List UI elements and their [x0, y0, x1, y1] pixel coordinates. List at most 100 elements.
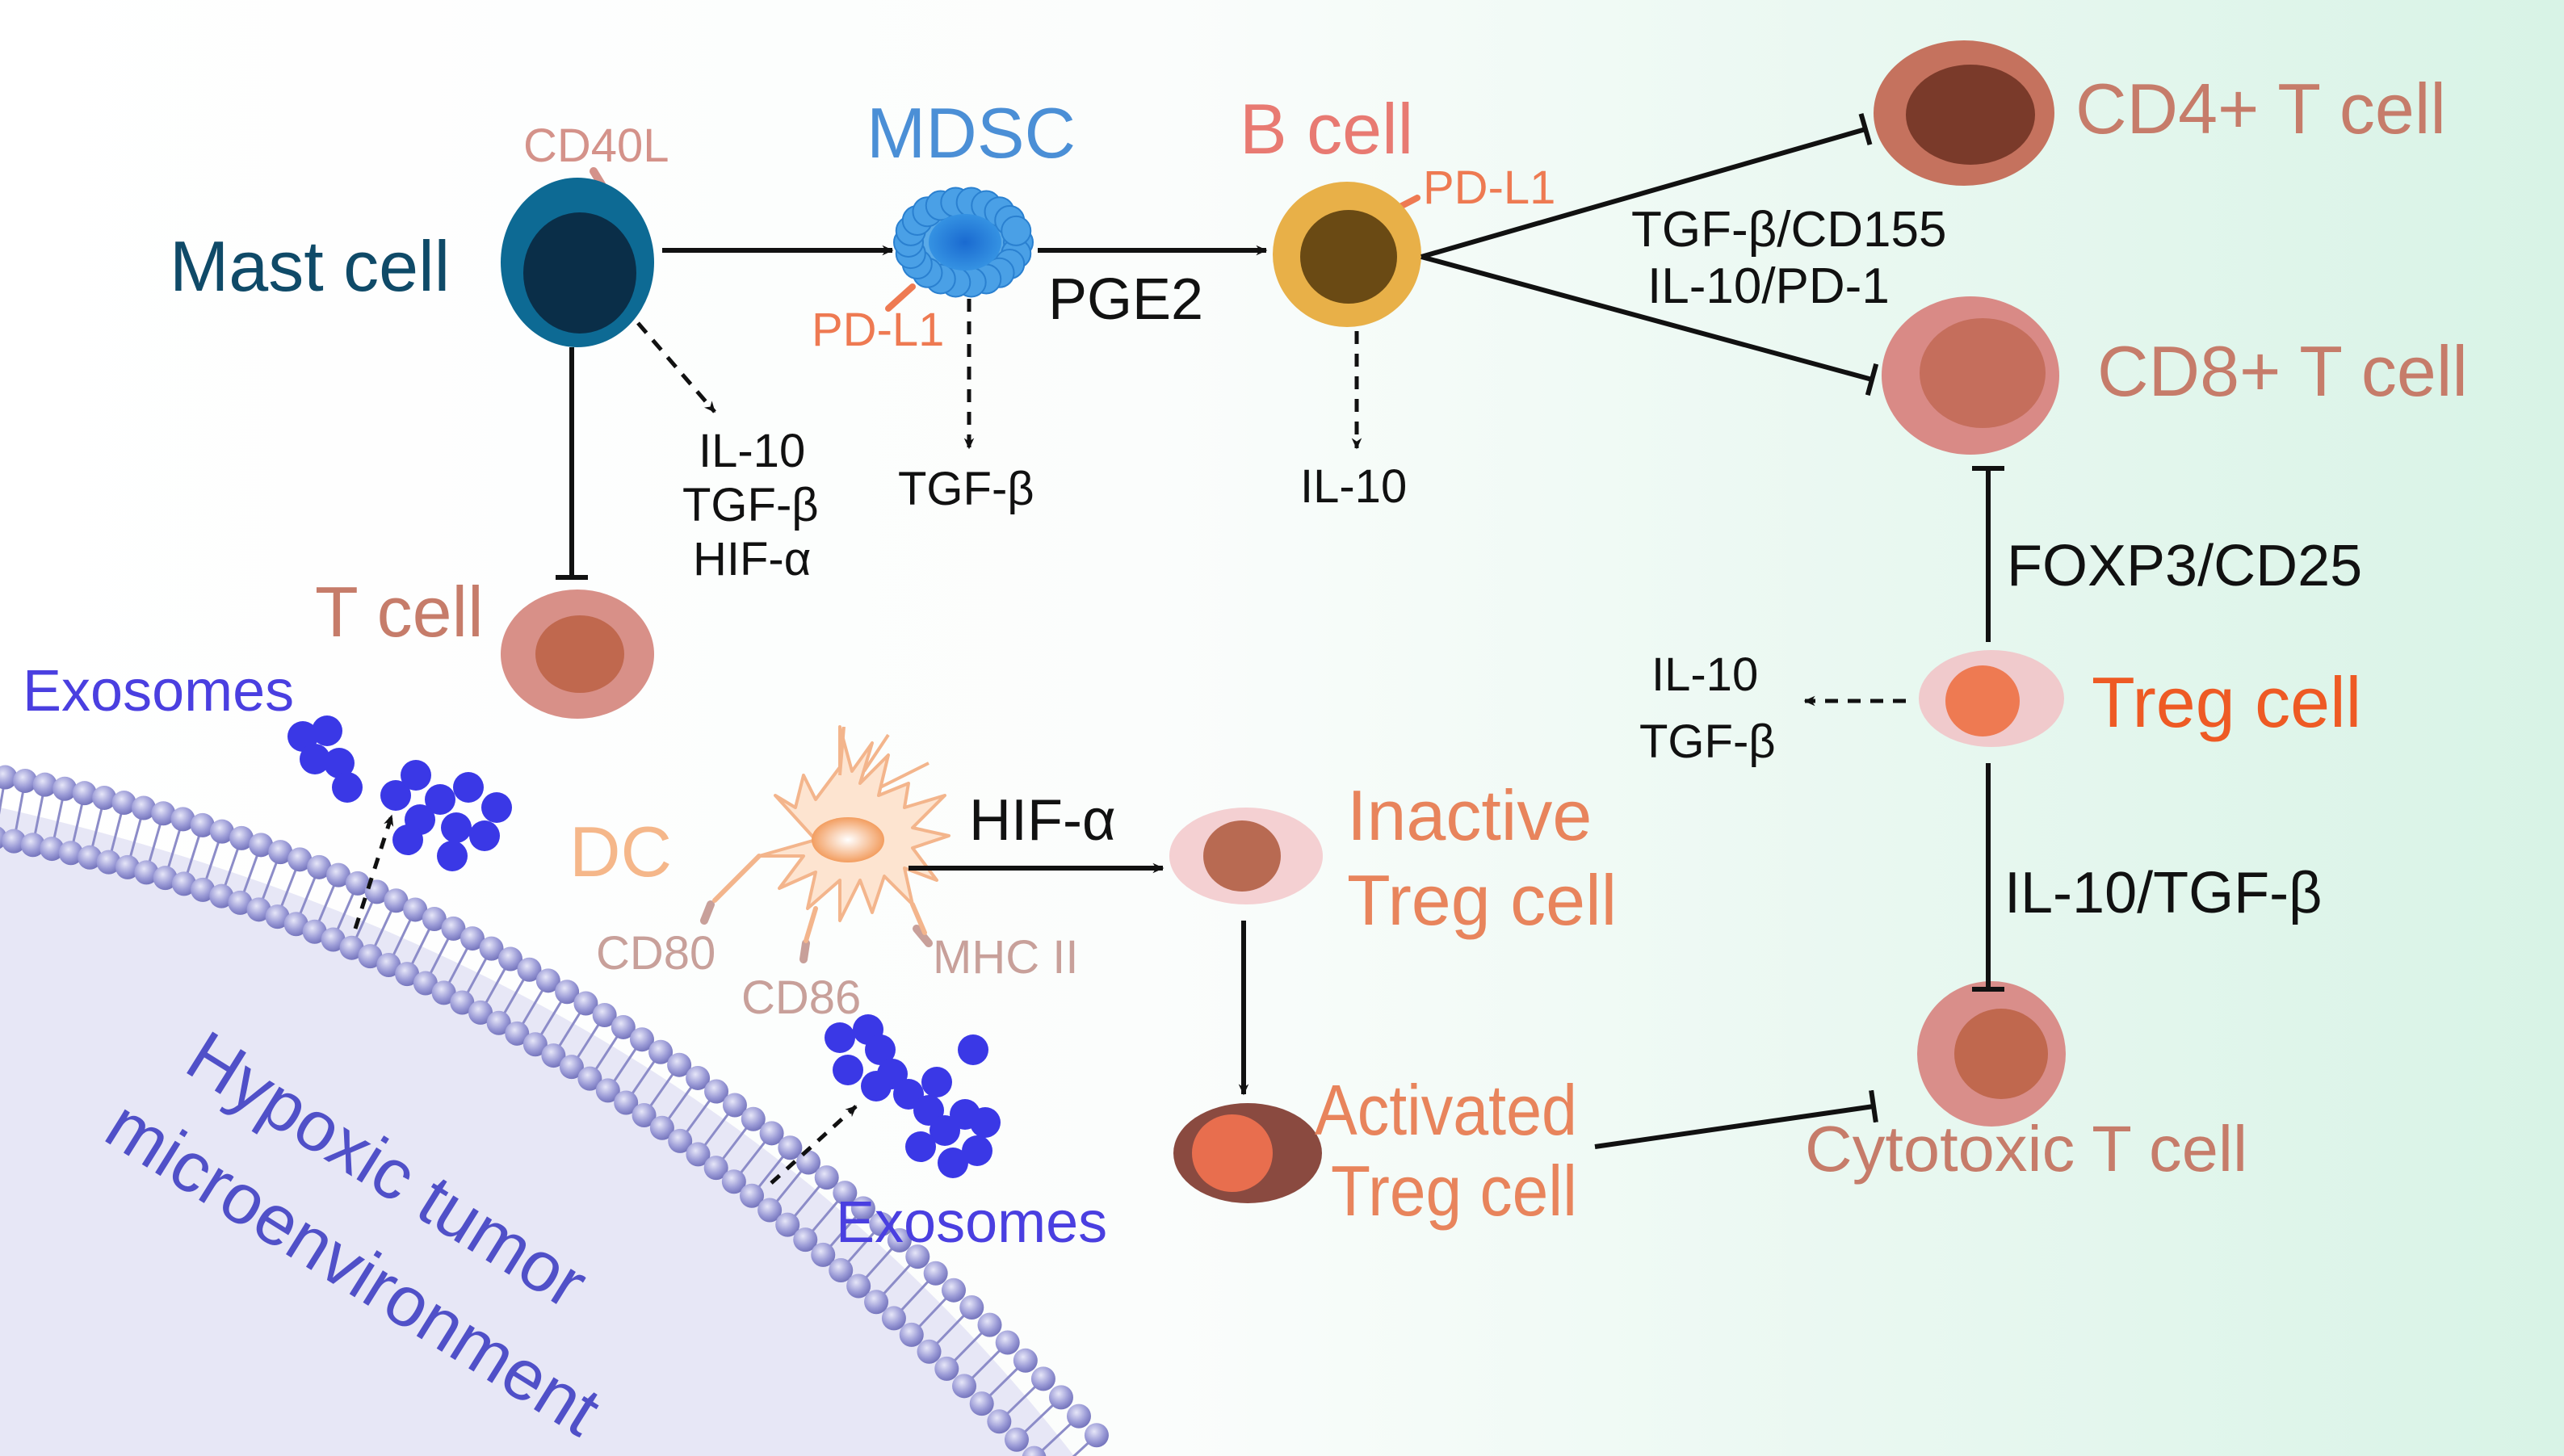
label-exosomes-top: Exosomes — [23, 659, 294, 724]
lipid-head — [384, 888, 409, 913]
exosome — [905, 1131, 936, 1162]
lipid-tail — [466, 958, 488, 993]
lipid-bilayer — [0, 765, 1109, 1456]
exosome — [401, 760, 431, 791]
lipid-head — [468, 1000, 493, 1025]
cytotoxic-t-cell — [1917, 981, 2066, 1127]
tumor-region — [0, 808, 1074, 1456]
cd80-marker — [700, 900, 715, 925]
lipid-head — [32, 772, 57, 797]
activated-treg-cell — [1173, 1103, 1322, 1203]
lipid-head — [1022, 1446, 1047, 1456]
label-treg-il10: IL-10 — [1651, 648, 1758, 701]
lipid-tail — [793, 1185, 820, 1217]
mdsc-cell — [885, 187, 1034, 312]
lipid-tail — [447, 947, 468, 984]
exosome — [441, 812, 472, 843]
dc-nucleus — [812, 817, 884, 862]
lipid-tail — [0, 788, 5, 815]
label-treg: Treg cell — [2092, 662, 2361, 742]
label-cd40l: CD40L — [523, 120, 669, 172]
lipid-tail — [429, 938, 450, 974]
lipid-head — [559, 1055, 584, 1080]
lipid-head — [229, 825, 254, 850]
dc-arm-top — [838, 726, 930, 789]
lipid-head — [58, 841, 83, 866]
label-cd80: CD80 — [596, 927, 715, 980]
lipid-head — [923, 1261, 948, 1286]
lipid-head — [541, 1043, 566, 1068]
label-mdsc-pdl1: PD-L1 — [812, 304, 944, 356]
label-activated-2: Treg cell — [1331, 1151, 1577, 1231]
exosome — [287, 721, 318, 752]
lipid-head — [987, 1409, 1012, 1434]
label-b-il10: IL-10 — [1300, 460, 1407, 513]
label-cd4: CD4+ T cell — [2075, 69, 2446, 149]
lipid-head — [339, 935, 364, 960]
exosome — [324, 748, 355, 778]
label-inactive-1: Inactive — [1347, 775, 1592, 855]
lipid-tail — [1072, 1441, 1089, 1456]
lipid-head — [486, 1010, 511, 1035]
label-cytotoxic: Cytotoxic T cell — [1805, 1113, 2247, 1185]
lipid-tail — [34, 795, 44, 834]
lipid-head — [153, 866, 178, 891]
lipid-head — [899, 1322, 924, 1347]
mdsc-granule — [1001, 215, 1032, 246]
lipid-tail — [373, 910, 392, 947]
lipid-head — [265, 904, 290, 929]
label-mast-tgf: TGF-β — [682, 479, 819, 531]
lipid-head — [775, 1212, 800, 1237]
lipid-head — [151, 801, 176, 826]
lipid-head — [228, 890, 253, 915]
lipid-tail — [775, 1170, 803, 1202]
lipid-head — [577, 1066, 602, 1091]
label-b-cell: B cell — [1240, 89, 1413, 169]
cd8-t-cell — [1882, 296, 2059, 455]
exosome — [312, 715, 342, 746]
lipid-tail — [936, 1315, 965, 1345]
lipid-tail — [522, 989, 544, 1025]
mast-cell — [501, 167, 654, 347]
lipid-head — [648, 1039, 674, 1064]
lipid-tail — [91, 808, 103, 847]
lipid-tail — [954, 1332, 983, 1362]
lipid-head — [721, 1169, 746, 1194]
lipid-head — [131, 795, 156, 820]
lipid-head — [13, 768, 38, 793]
lipid-head — [450, 990, 475, 1015]
lipid-head — [649, 1115, 674, 1140]
lipid-head — [40, 837, 65, 862]
exosome — [833, 1055, 863, 1085]
lipid-tail — [594, 1035, 619, 1070]
exosomes-bottom-cluster — [825, 1014, 1001, 1178]
lipid-head — [995, 1330, 1020, 1355]
lipid-tail — [186, 835, 200, 874]
lipid-head — [52, 776, 78, 801]
lipid-tail — [392, 919, 412, 955]
label-activated-1: Activated — [1315, 1070, 1577, 1150]
lipid-tail — [52, 799, 64, 838]
lipid-head — [887, 1227, 912, 1252]
lipid-head — [592, 1003, 617, 1028]
lipid-tail — [865, 1248, 893, 1279]
lipid-tail — [613, 1048, 637, 1082]
exosome — [970, 1107, 1001, 1138]
lipid-tail — [410, 928, 430, 965]
lipid-head — [96, 850, 121, 875]
inhibit-bcell-to-cd4 — [1420, 112, 1873, 259]
dashed-exosome-release-bottom — [770, 1105, 858, 1185]
lipid-head — [811, 1242, 836, 1267]
lipid-head — [460, 926, 485, 951]
lipid-head — [321, 927, 346, 952]
lipid-head — [171, 871, 196, 896]
label-tgf-cd155: TGF-β/CD155 — [1631, 202, 1947, 258]
lipid-tail — [918, 1297, 947, 1328]
lipid-head — [249, 833, 274, 858]
label-mdsc: MDSC — [867, 93, 1076, 173]
lipid-head — [517, 957, 542, 982]
lipid-tail — [900, 1280, 930, 1311]
label-inactive-2: Treg cell — [1347, 860, 1617, 940]
exosome — [300, 744, 330, 774]
